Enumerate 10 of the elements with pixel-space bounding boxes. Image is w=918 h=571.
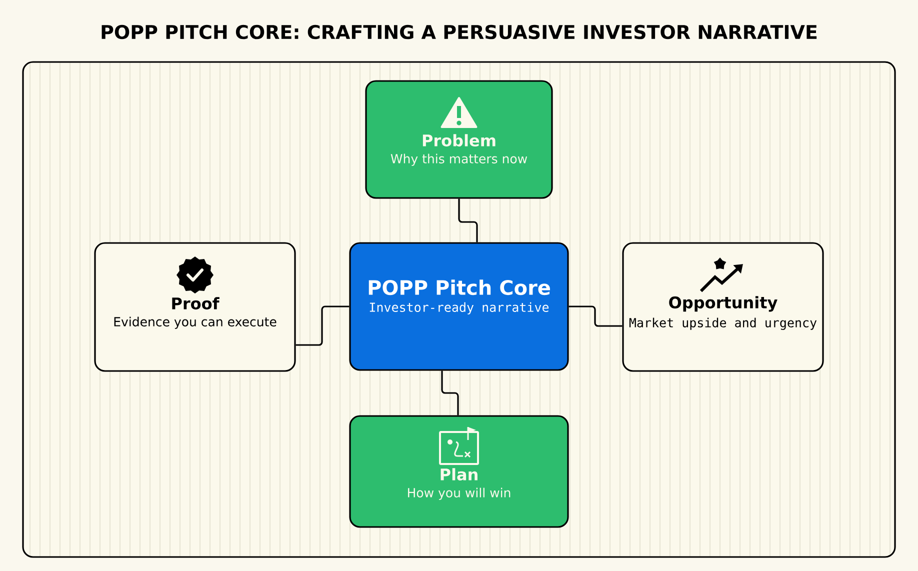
connector: [441, 370, 459, 416]
problem-box: Problem Why this matters now: [365, 80, 553, 199]
plan-box: Plan How you will win: [349, 415, 569, 528]
core-box: POPP Pitch Core Investor-ready narrative: [349, 242, 569, 371]
proof-box: Proof Evidence you can execute: [94, 242, 296, 372]
title: POPP PITCH CORE: CRAFTING A PERSUASIVE INVESTOR NARRATIVE: [102, 24, 817, 40]
connector: [296, 306, 350, 346]
connector: [458, 198, 478, 242]
connector: [568, 306, 622, 327]
opportunity-box: Opportunity Market upside and urgency: [622, 242, 824, 372]
